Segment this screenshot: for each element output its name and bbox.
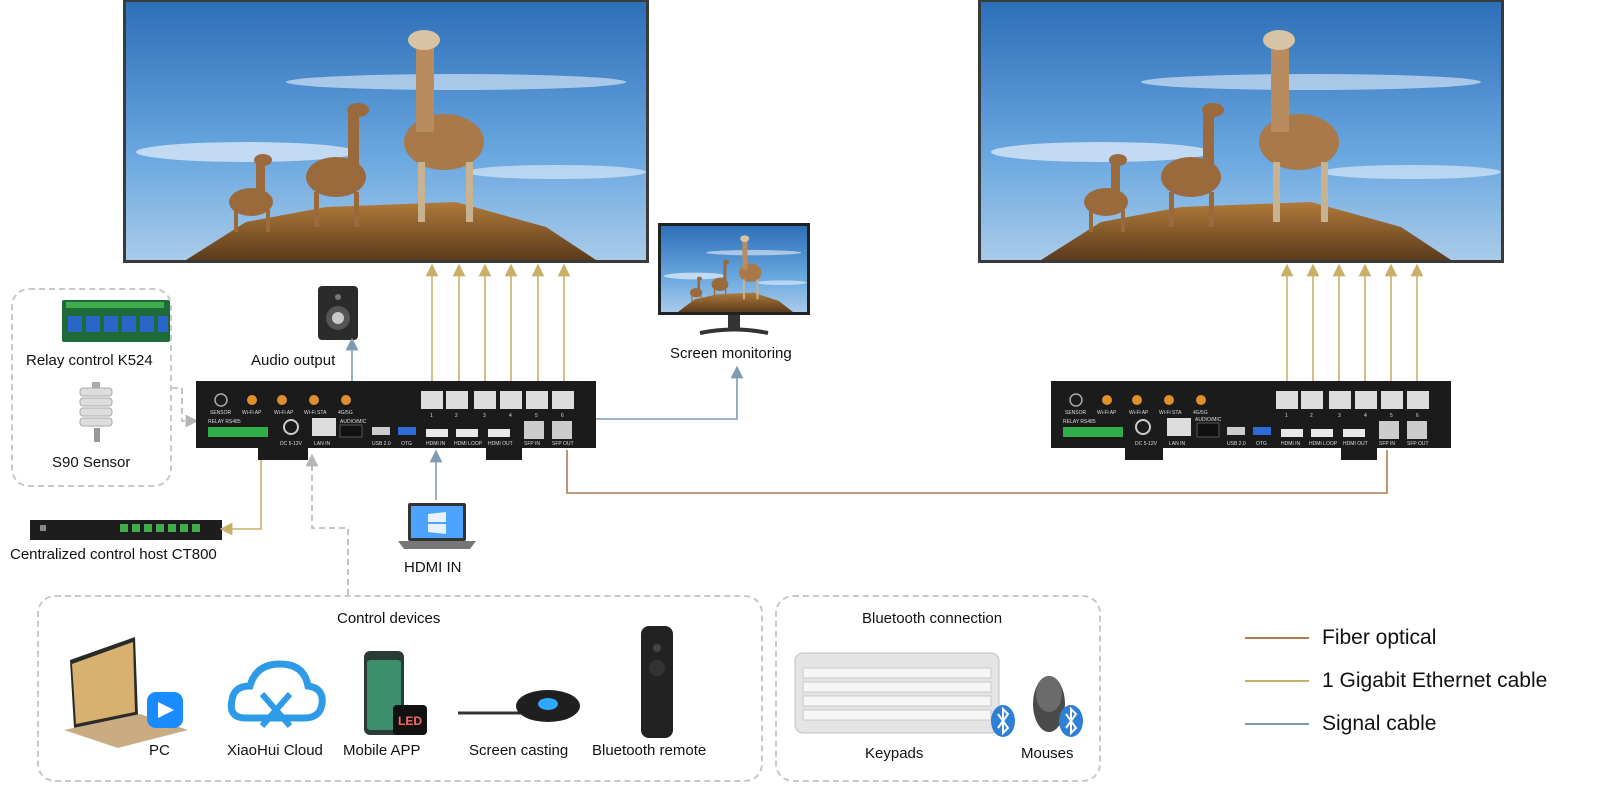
bluetooth-box	[775, 595, 1101, 782]
legend-line-signal	[1245, 723, 1309, 725]
screen-left	[123, 0, 649, 263]
panel-usb-label: USB 2.0	[1227, 441, 1246, 447]
panel-otg-label: OTG	[1256, 441, 1267, 447]
monitor-icon	[658, 223, 810, 335]
legend-line-fiber	[1245, 637, 1309, 639]
controller-right: SENSOR Wi-Fi AP Wi-Fi AP Wi-Fi STA 4G/5G…	[1051, 381, 1451, 460]
panel-port-label: 2	[1310, 413, 1313, 419]
panel-wifi-ap-2-label: Wi-Fi AP	[274, 410, 294, 416]
panel-wifi-ap-1-label: Wi-Fi AP	[1097, 410, 1117, 416]
controller-left: SENSOR Wi-Fi AP Wi-Fi AP Wi-Fi STA 4G/5G…	[196, 381, 596, 460]
panel-usb-label: USB 2.0	[372, 441, 391, 447]
control-item-casting: Screen casting	[469, 742, 569, 759]
panel-wifi-sta-label: Wi-Fi STA	[1159, 410, 1182, 416]
hdmi-label: HDMI IN	[404, 559, 462, 576]
panel-sfp-out-label: SFP OUT	[1407, 441, 1429, 447]
panel-port-label: 5	[1390, 413, 1393, 419]
monitor-label: Screen monitoring	[670, 345, 792, 362]
panel-audio-label: AUDIO/MIC	[1195, 417, 1222, 423]
panel-hdmi-loop-label: HDMI LOOP	[454, 441, 483, 447]
fiber-cable	[566, 450, 1388, 494]
ethernet-cables-right	[1280, 263, 1424, 388]
panel-lan-label: LAN IN	[314, 441, 331, 447]
control-links	[172, 387, 349, 595]
panel-port-label: 6	[561, 413, 564, 419]
bluetooth-item-mouses: Mouses	[1021, 745, 1074, 762]
panel-4g-label: 4G/5G	[1193, 410, 1208, 416]
panel-wifi-sta-label: Wi-Fi STA	[304, 410, 327, 416]
legend-label-fiber: Fiber optical	[1322, 626, 1437, 649]
control-item-cloud: XiaoHui Cloud	[227, 742, 323, 759]
host-label: Centralized control host CT800	[10, 546, 217, 563]
bluetooth-title: Bluetooth connection	[862, 610, 1003, 627]
panel-lan-label: LAN IN	[1169, 441, 1186, 447]
laptop-icon	[398, 503, 476, 549]
panel-sfp-in-label: SFP IN	[1379, 441, 1395, 447]
panel-otg-label: OTG	[401, 441, 412, 447]
speaker-icon	[318, 286, 358, 340]
relay-board-icon	[62, 300, 170, 342]
sensor-icon	[79, 382, 113, 442]
mouse-icon	[1033, 676, 1065, 732]
panel-sensor-label: SENSOR	[1065, 410, 1087, 416]
panel-audio-label: AUDIO/MIC	[340, 419, 367, 425]
panel-relay-label: RELAY RS485	[208, 419, 241, 425]
bluetooth-icon	[991, 705, 1083, 737]
panel-dc-label: DC 5-12V	[280, 441, 303, 447]
control-devices-box	[37, 595, 763, 782]
relay-label: Relay control K524	[26, 352, 153, 369]
panel-dc-label: DC 5-12V	[1135, 441, 1158, 447]
panel-hdmi-out-label: HDMI OUT	[488, 441, 513, 447]
legend-label-signal: Signal cable	[1322, 712, 1437, 735]
panel-port-label: 4	[1364, 413, 1367, 419]
phone-icon: LED	[364, 651, 427, 735]
panel-wifi-ap-2-label: Wi-Fi AP	[1129, 410, 1149, 416]
remote-icon	[641, 626, 673, 738]
panel-port-label: 5	[535, 413, 538, 419]
panel-wifi-ap-1-label: Wi-Fi AP	[242, 410, 262, 416]
panel-port-label: 4	[509, 413, 512, 419]
legend-label-ethernet: 1 Gigabit Ethernet cable	[1322, 669, 1548, 692]
screen-right	[978, 0, 1504, 263]
panel-port-label: 1	[430, 413, 433, 419]
control-item-app: Mobile APP	[343, 742, 421, 759]
panel-hdmi-loop-label: HDMI LOOP	[1309, 441, 1338, 447]
svg-text:LED: LED	[398, 714, 422, 728]
panel-4g-label: 4G/5G	[338, 410, 353, 416]
legend-line-ethernet	[1245, 680, 1309, 682]
panel-port-label: 3	[483, 413, 486, 419]
panel-port-label: 1	[1285, 413, 1288, 419]
panel-hdmi-in-label: HDMI IN	[1281, 441, 1301, 447]
panel-sensor-label: SENSOR	[210, 410, 232, 416]
panel-hdmi-out-label: HDMI OUT	[1343, 441, 1368, 447]
panel-sfp-out-label: SFP OUT	[552, 441, 574, 447]
control-item-pc: PC	[149, 742, 170, 759]
audio-label: Audio output	[251, 352, 336, 369]
sensor-label: S90 Sensor	[52, 454, 131, 471]
host-ethernet-cable	[219, 452, 262, 536]
host-icon	[30, 520, 222, 540]
panel-port-label: 6	[1416, 413, 1419, 419]
control-item-remote: Bluetooth remote	[592, 742, 707, 759]
panel-sfp-in-label: SFP IN	[524, 441, 540, 447]
panel-hdmi-in-label: HDMI IN	[426, 441, 446, 447]
cloud-icon	[227, 660, 326, 728]
panel-port-label: 3	[1338, 413, 1341, 419]
cast-dongle-icon	[458, 690, 580, 722]
pc-laptop-icon	[64, 637, 188, 748]
panel-relay-label: RELAY RS485	[1063, 419, 1096, 425]
keyboard-icon	[794, 652, 1000, 734]
ethernet-cables-left	[425, 263, 571, 388]
control-devices-title: Control devices	[337, 610, 441, 627]
bluetooth-item-keypads: Keypads	[865, 745, 924, 762]
panel-port-label: 2	[455, 413, 458, 419]
sensor-group-box	[11, 288, 172, 487]
